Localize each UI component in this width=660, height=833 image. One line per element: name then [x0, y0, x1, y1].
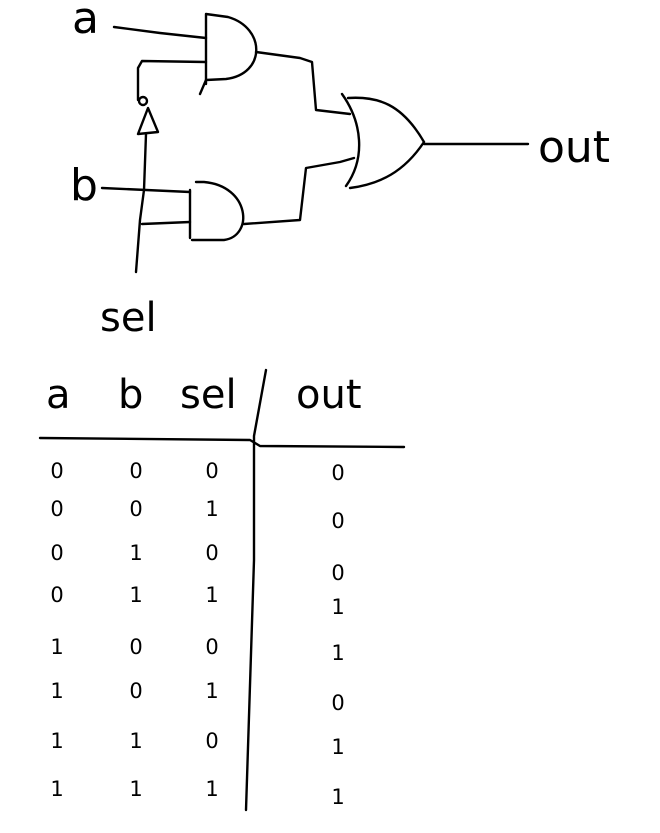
table-cell-a: 1 — [50, 679, 63, 703]
wire-a — [112, 25, 208, 40]
or-gate — [340, 92, 426, 190]
table-cell-sel: 0 — [205, 635, 218, 659]
table-cell-a: 0 — [50, 459, 63, 483]
table-cell-out: 0 — [331, 691, 344, 715]
table-cell-b: 1 — [129, 583, 142, 607]
table-cell-b: 0 — [129, 679, 142, 703]
output-label-out: out — [538, 122, 610, 173]
inverter-bubble — [137, 95, 149, 107]
table-row: 1 1 1 1 — [50, 777, 344, 809]
table-row: 0 0 0 0 — [50, 459, 344, 485]
table-cell-sel: 1 — [205, 583, 218, 607]
table-cell-sel: 1 — [205, 497, 218, 521]
table-rows: 0 0 0 0 0 0 1 0 0 1 0 0 0 1 1 1 1 0 0 1 1 0 1 0 1 1 0 1 1 1 1 1 — [50, 459, 344, 809]
table-header-out: out — [296, 372, 362, 418]
wire-sel — [134, 132, 148, 274]
wire-sel-inverted — [136, 59, 208, 102]
table-cell-a: 0 — [50, 497, 63, 521]
table-cell-b: 1 — [129, 541, 142, 565]
table-header-a: a — [46, 372, 71, 418]
table-row: 0 1 1 1 — [50, 583, 344, 619]
table-row: 1 0 0 1 — [50, 635, 344, 665]
wire-top-and-tail — [198, 78, 208, 96]
wire-sel-branch — [140, 220, 192, 226]
table-cell-sel: 0 — [205, 541, 218, 565]
and-gate-top — [204, 12, 258, 86]
circuit-diagram: a b sel out — [70, 0, 610, 341]
table-cell-a: 0 — [50, 583, 63, 607]
table-header-b: b — [118, 372, 143, 418]
inverter-triangle — [136, 106, 160, 136]
wire-top-and-out — [254, 50, 352, 116]
wire-bottom-and-out — [242, 156, 356, 226]
table-cell-a: 1 — [50, 635, 63, 659]
table-cell-out: 0 — [331, 461, 344, 485]
table-header-sel: sel — [180, 372, 237, 418]
table-cell-sel: 1 — [205, 777, 218, 801]
table-row: 1 1 0 1 — [50, 729, 344, 759]
table-row: 1 0 1 0 — [50, 679, 344, 715]
table-column-divider — [244, 368, 268, 812]
table-cell-b: 0 — [129, 459, 142, 483]
table-cell-b: 1 — [129, 777, 142, 801]
table-header-rule — [38, 436, 406, 449]
table-cell-sel: 0 — [205, 729, 218, 753]
table-cell-a: 0 — [50, 541, 63, 565]
wire-b — [100, 186, 192, 194]
input-label-sel: sel — [100, 295, 157, 341]
table-cell-a: 1 — [50, 777, 63, 801]
table-cell-b: 0 — [129, 635, 142, 659]
table-row: 0 1 0 0 — [50, 541, 344, 585]
table-cell-out: 1 — [331, 641, 344, 665]
table-cell-out: 0 — [331, 561, 344, 585]
input-label-a: a — [72, 0, 99, 44]
table-cell-b: 1 — [129, 729, 142, 753]
and-gate-bottom — [188, 180, 245, 242]
table-cell-a: 1 — [50, 729, 63, 753]
table-cell-b: 0 — [129, 497, 142, 521]
table-cell-out: 1 — [331, 785, 344, 809]
table-row: 0 0 1 0 — [50, 497, 344, 533]
table-cell-out: 0 — [331, 509, 344, 533]
table-cell-sel: 1 — [205, 679, 218, 703]
table-cell-out: 1 — [331, 735, 344, 759]
input-label-b: b — [70, 160, 98, 211]
table-cell-sel: 0 — [205, 459, 218, 483]
table-cell-out: 1 — [331, 595, 344, 619]
